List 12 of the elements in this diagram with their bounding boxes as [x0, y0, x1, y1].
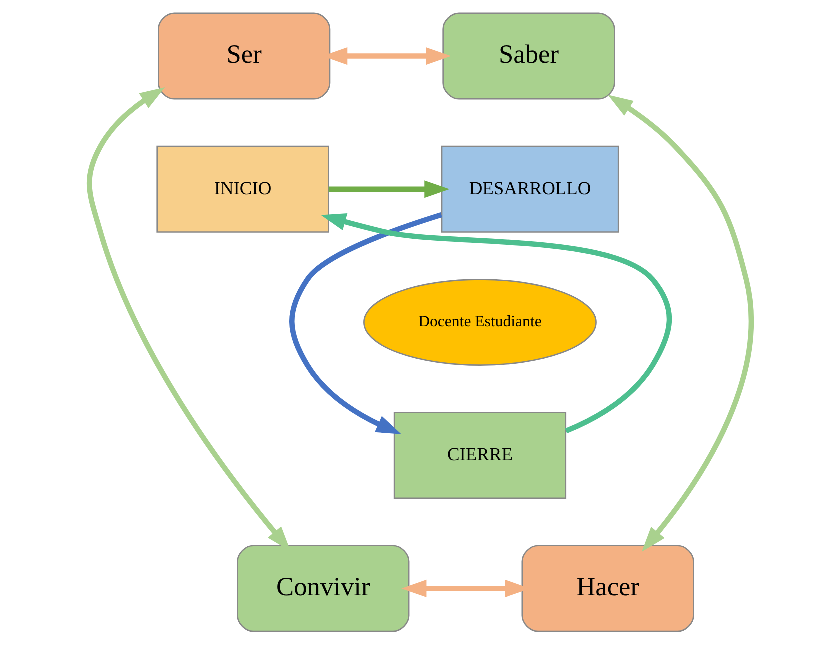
arrow [289, 212, 442, 434]
node-box: INICIO [156, 146, 329, 233]
node-box: Hacer [521, 545, 694, 632]
node-box: DESARROLLO [440, 146, 619, 233]
node-ellipse: Docente Estudiante [363, 279, 596, 366]
arrow [320, 214, 672, 434]
node-box: Ser [158, 12, 330, 100]
arrow [608, 95, 754, 552]
node-box: CIERRE [393, 412, 566, 500]
node-box: Saber [442, 12, 615, 100]
node-box: Convivir [236, 545, 410, 632]
arrow [328, 180, 450, 198]
